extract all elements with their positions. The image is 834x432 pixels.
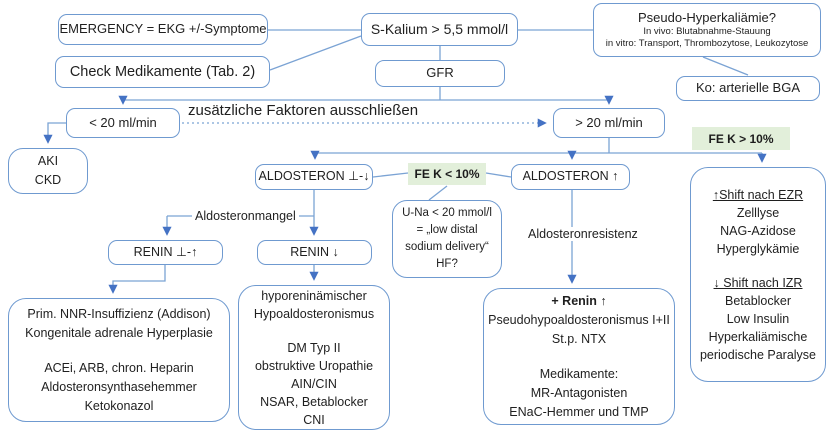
node-renin-flat-up: RENIN ⊥-↑ [108, 240, 223, 265]
node-ko-bga-label: Ko: arterielle BGA [695, 80, 801, 96]
hyporenin-line: hyporeninämischer [261, 288, 367, 303]
node-gfr-label: GFR [426, 65, 454, 81]
connector-reninflat-primnnr [108, 265, 166, 294]
node-renin-down-label: RENIN ↓ [290, 244, 339, 259]
connector-feklt10-aldohigh [485, 172, 512, 178]
node-gfr: GFR [375, 60, 505, 87]
node-renin-flat-up-label: RENIN ⊥-↑ [133, 244, 198, 259]
shift-line: ↑Shift nach EZR [712, 187, 804, 202]
connector-lt20-akickd [43, 122, 66, 144]
node-plus-renin: + Renin ↑ Pseudohypoaldosteronismus I+II… [483, 288, 675, 425]
label-fek-lt10: FE K < 10% [408, 163, 486, 185]
hyporenin-line: CNI [303, 412, 325, 427]
shift-line: ↓ Shift nach IZR [713, 275, 803, 290]
node-pseudo-hyperkaliaemie: Pseudo-Hyperkaliämie? In vivo: Blutabnah… [593, 3, 821, 57]
node-lt20-label: < 20 ml/min [89, 114, 157, 130]
u-na-line: U-Na < 20 mmol/l [402, 207, 492, 219]
node-shift-box: ↑Shift nach EZR Zelllyse NAG-Azidose Hyp… [690, 167, 826, 382]
connector-pseudo-kobga [702, 56, 749, 76]
node-renin-down: RENIN ↓ [257, 240, 372, 265]
node-ko-bga: Ko: arterielle BGA [676, 76, 820, 101]
ckd-line: CKD [34, 173, 62, 187]
hyporenin-line: DM Typ II [287, 340, 341, 355]
shift-line: Hyperkaliämische [708, 329, 808, 344]
shift-line: Low Insulin [726, 311, 790, 326]
node-emergency: EMERGENCY = EKG +/-Symptome [58, 14, 268, 45]
node-aki-ckd: AKI CKD [8, 148, 88, 194]
plus-renin-line: MR-Antagonisten [530, 385, 628, 400]
plus-renin-line: + Renin ↑ [551, 293, 607, 308]
u-na-line: HF? [436, 258, 458, 270]
node-s-kalium: S-Kalium > 5,5 mmol/l [361, 13, 518, 46]
node-hyporenin: hyporeninämischer Hypoaldosteronismus DM… [238, 285, 390, 430]
u-na-line: sodium delivery“ [405, 241, 489, 253]
shift-line: Zelllyse [736, 205, 780, 220]
shift-line: Betablocker [724, 293, 791, 308]
prim-nnr-line: Kongenitale adrenale Hyperplasie [25, 325, 213, 340]
plus-renin-line: Medikamente: [539, 366, 619, 381]
plus-renin-line: St.p. NTX [551, 331, 607, 346]
hyporenin-line: AIN/CIN [291, 376, 337, 391]
node-aldosteron-high: ALDOSTERON ↑ [511, 164, 630, 190]
aki-line: AKI [37, 154, 59, 168]
label-aldosteronmangel: Aldosteronmangel [192, 209, 299, 223]
node-s-kalium-label: S-Kalium > 5,5 mmol/l [370, 20, 509, 37]
node-u-na: U-Na < 20 mmol/l = „low distal sodium de… [392, 200, 502, 278]
node-check-medikamente-label: Check Medikamente (Tab. 2) [69, 63, 256, 80]
prim-nnr-line: Prim. NNR-Insuffizienz (Addison) [27, 306, 211, 321]
prim-nnr-line: Aldosteronsynthasehemmer [41, 379, 197, 394]
hyporenin-line: obstruktive Uropathie [254, 358, 374, 373]
label-fek-gt10: FE K > 10% [692, 127, 790, 150]
node-lt20: < 20 ml/min [66, 108, 180, 138]
node-aldosteron-high-label: ALDOSTERON ↑ [522, 169, 619, 184]
pseudo-line1: In vivo: Blutabnahme-Stauung [643, 26, 771, 38]
connector-feklt10-una [428, 185, 448, 201]
node-aldosteron-low: ALDOSTERON ⊥-↓ [255, 164, 373, 190]
node-check-medikamente: Check Medikamente (Tab. 2) [55, 56, 270, 88]
node-prim-nnr: Prim. NNR-Insuffizienz (Addison) Kongeni… [8, 298, 230, 422]
plus-renin-line: ENaC-Hemmer und TMP [509, 404, 649, 419]
prim-nnr-line: Ketokonazol [84, 398, 154, 413]
prim-nnr-line: ACEi, ARB, chron. Heparin [44, 360, 194, 375]
connector-check-skalium [269, 35, 362, 71]
pseudo-line2: in vitro: Transport, Thrombozytose, Leuk… [605, 38, 809, 50]
node-gt20: > 20 ml/min [553, 108, 665, 138]
hyporenin-line: NSAR, Betablocker [260, 394, 368, 409]
node-gt20-label: > 20 ml/min [575, 114, 643, 130]
hyporenin-line: Hypoaldosteronismus [253, 306, 375, 321]
label-zusaetzliche-faktoren: zusätzliche Faktoren ausschließen [188, 102, 419, 119]
connector-aldolow-feklt10 [372, 172, 409, 178]
node-emergency-label: EMERGENCY = EKG +/-Symptome [59, 21, 267, 37]
shift-line: NAG-Azidose [720, 223, 796, 238]
shift-line: periodische Paralyse [699, 347, 817, 362]
shift-line: Hyperglykämie [716, 241, 800, 256]
plus-renin-line: Pseudohypoaldosteronismus I+II [488, 312, 670, 327]
u-na-line: = „low distal [416, 224, 478, 236]
node-aldosteron-low-label: ALDOSTERON ⊥-↓ [258, 169, 370, 184]
pseudo-title: Pseudo-Hyperkaliämie? [637, 9, 776, 25]
label-aldosteronresistenz: Aldosteronresistenz [525, 227, 641, 241]
